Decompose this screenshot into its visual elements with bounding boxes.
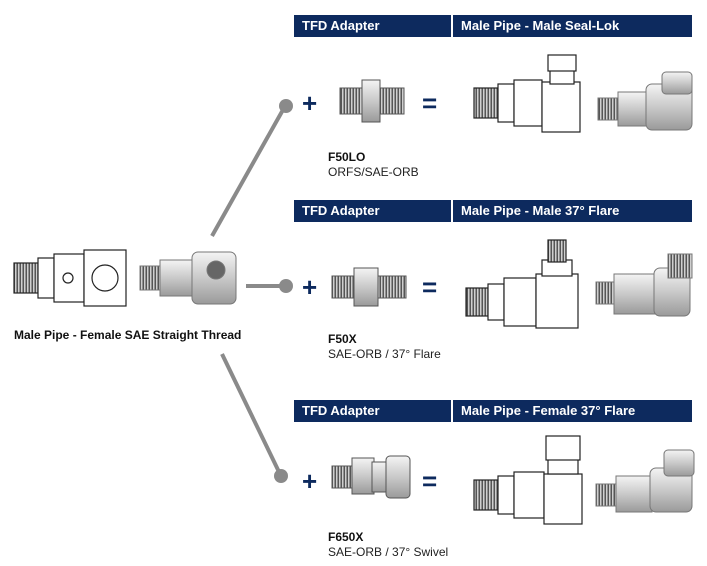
connector-bottom bbox=[220, 353, 282, 475]
source-fitting-label: Male Pipe - Female SAE Straight Thread bbox=[14, 328, 242, 342]
result-female-37-flare-drawing bbox=[473, 435, 583, 525]
row3-equals-icon: = bbox=[422, 466, 438, 496]
adapter-f650x-drawing bbox=[331, 455, 411, 499]
row1-adapter-code: F50LO bbox=[328, 150, 366, 164]
row3-adapter-header: TFD Adapter bbox=[294, 400, 451, 422]
source-fitting-photo bbox=[139, 251, 237, 305]
row3-adapter-code: F650X bbox=[328, 530, 364, 544]
connector-dot-top bbox=[279, 99, 293, 113]
result-seal-lok-photo bbox=[597, 71, 693, 131]
connector-top bbox=[210, 107, 286, 237]
row2-adapter-desc: SAE-ORB / 37° Flare bbox=[328, 347, 441, 361]
connector-dot-middle bbox=[279, 279, 293, 293]
row3-plus-icon: + bbox=[302, 466, 318, 496]
result-37-flare-photo bbox=[595, 253, 693, 317]
adapter-f50lo-drawing bbox=[339, 79, 405, 123]
result-seal-lok-drawing bbox=[473, 54, 581, 133]
row2-plus-icon: + bbox=[302, 272, 318, 302]
source-fitting-drawing bbox=[13, 249, 127, 307]
adapter-f50x-drawing bbox=[331, 267, 407, 307]
row1-adapter-header: TFD Adapter bbox=[294, 15, 451, 37]
result-female-37-flare-photo bbox=[595, 449, 695, 513]
row3-adapter-desc: SAE-ORB / 37° Swivel bbox=[328, 545, 449, 559]
row1-adapter-desc: ORFS/SAE-ORB bbox=[328, 165, 419, 179]
row1-equals-icon: = bbox=[422, 88, 438, 118]
row1-result-header: Male Pipe - Male Seal-Lok bbox=[453, 15, 692, 37]
row1-plus-icon: + bbox=[302, 88, 318, 118]
row2-result-header: Male Pipe - Male 37° Flare bbox=[453, 200, 692, 222]
row2-adapter-header: TFD Adapter bbox=[294, 200, 451, 222]
connector-dot-bottom bbox=[274, 469, 288, 483]
result-37-flare-drawing bbox=[465, 239, 579, 329]
connector-lines bbox=[210, 107, 286, 475]
row2-adapter-code: F50X bbox=[328, 332, 357, 346]
row2-equals-icon: = bbox=[422, 272, 438, 302]
row3-result-header: Male Pipe - Female 37° Flare bbox=[453, 400, 692, 422]
